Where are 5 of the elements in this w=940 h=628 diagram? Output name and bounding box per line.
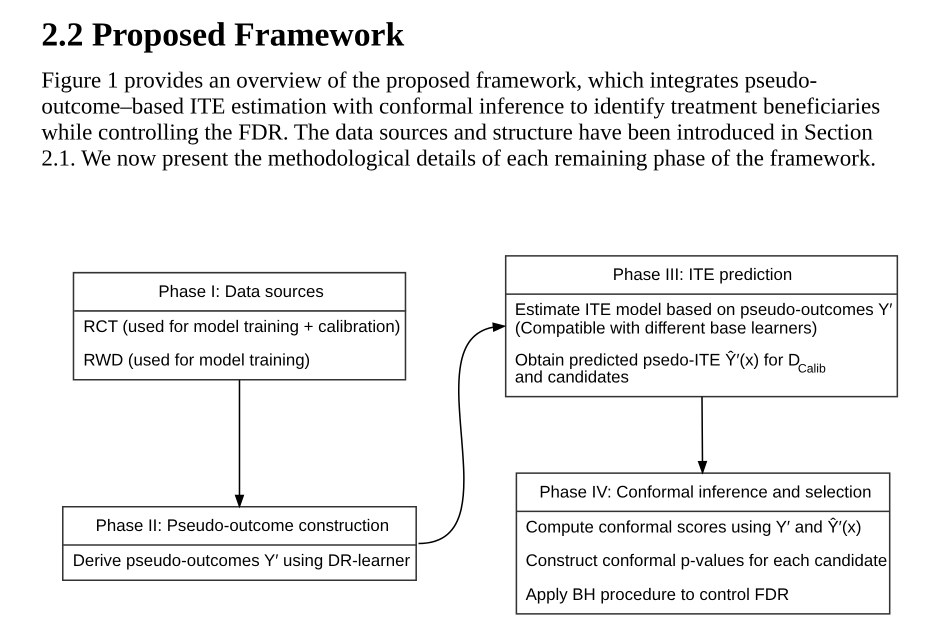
- label: Figure 1 provides an overview of the proposed framework, which integrates pseudo-outcome–based ITE estimation with conformal inference to identify treatment beneficiaries while controlling the FDR. The data sources and structure have been introduced in Section 2.1. We now present the methodological details of each remaining phase of the framework.: [40, 68, 880, 171]
- arrow: [418, 322, 506, 544]
- arrow: [234, 380, 244, 508]
- arrow: [697, 396, 707, 475]
- diagram-title: 2.2 Proposed Framework: [40, 16, 404, 54]
